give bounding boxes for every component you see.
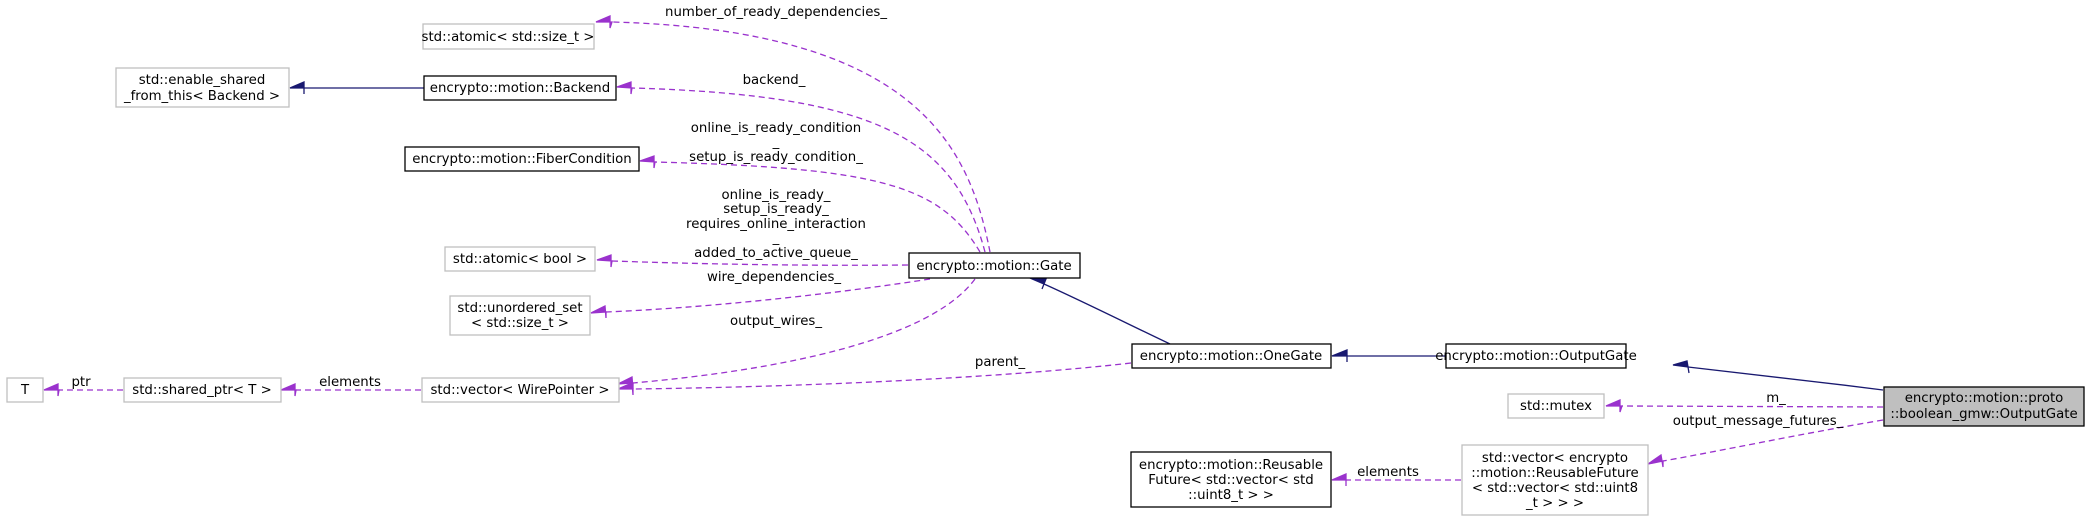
node-label: encrypto::motion::Gate bbox=[916, 259, 1071, 274]
node-label: std::atomic< bool > bbox=[453, 252, 587, 267]
label-elements-futures: elements bbox=[1357, 465, 1419, 480]
node-label: _t > > > bbox=[1525, 496, 1584, 511]
label-m: m_ bbox=[1766, 391, 1786, 406]
node-label: encrypto::motion::OneGate bbox=[1140, 349, 1322, 364]
label-output-wires: output_wires_ bbox=[730, 314, 822, 329]
edge-number-of-ready-dependencies bbox=[595, 15, 991, 253]
node-label: std::enable_shared bbox=[139, 73, 266, 88]
node-unordered-set[interactable]: std::unordered_set < std::size_t > bbox=[449, 295, 591, 336]
label-atomic-bools-5: added_to_active_queue_ bbox=[694, 246, 858, 261]
node-backend[interactable]: encrypto::motion::Backend bbox=[423, 75, 617, 101]
node-label: encrypto::motion::proto bbox=[1905, 391, 2064, 406]
node-label: < std::vector< std::uint8 bbox=[1472, 481, 1638, 496]
node-t[interactable]: T bbox=[6, 377, 44, 403]
edge-parent bbox=[617, 362, 1132, 396]
node-enable-shared-from-this[interactable]: std::enable_shared _from_this< Backend > bbox=[115, 67, 290, 108]
label-atomic-bools-4: _ bbox=[772, 231, 780, 246]
node-vector-reusable-future[interactable]: std::vector< encrypto ::motion::Reusable… bbox=[1461, 444, 1649, 516]
edge-atomic-bools bbox=[596, 254, 909, 268]
node-label: encrypto::motion::FiberCondition bbox=[412, 152, 631, 167]
node-label: std::unordered_set bbox=[457, 301, 582, 316]
node-label: std::mutex bbox=[1520, 399, 1592, 414]
node-label: _from_this< Backend > bbox=[123, 89, 280, 104]
edge-wire-dependencies bbox=[590, 278, 931, 319]
node-label: ::uint8_t > > bbox=[1188, 488, 1274, 503]
label-atomic-bools-3: requires_online_interaction bbox=[686, 217, 866, 232]
label-fiber-conditions-1: online_is_ready_condition bbox=[691, 121, 861, 136]
node-label: Future< std::vector< std bbox=[1148, 473, 1313, 488]
edge-inherit-onegate bbox=[1331, 349, 1445, 362]
node-label: encrypto::motion::OutputGate bbox=[1435, 349, 1637, 364]
node-gate[interactable]: encrypto::motion::Gate bbox=[908, 252, 1081, 279]
edge-backend bbox=[616, 81, 986, 253]
node-label: std::atomic< std::size_t > bbox=[422, 30, 595, 45]
node-boolean-gmw-output-gate[interactable]: encrypto::motion::proto ::boolean_gmw::O… bbox=[1883, 386, 2085, 427]
label-elements-vector: elements bbox=[319, 375, 381, 390]
label-parent: parent_ bbox=[975, 355, 1026, 370]
node-shared-ptr[interactable]: std::shared_ptr< T > bbox=[123, 377, 282, 403]
node-label: std::shared_ptr< T > bbox=[132, 383, 271, 398]
node-output-gate[interactable]: encrypto::motion::OutputGate bbox=[1435, 343, 1637, 369]
edge-ptr bbox=[43, 383, 123, 397]
edge-m bbox=[1605, 399, 1884, 413]
node-label: ::boolean_gmw::OutputGate bbox=[1890, 407, 2077, 422]
edge-output-message-futures bbox=[1647, 419, 1884, 468]
node-mutex[interactable]: std::mutex bbox=[1507, 393, 1605, 419]
edge-output-wires bbox=[617, 278, 976, 390]
node-reusable-future[interactable]: encrypto::motion::Reusable Future< std::… bbox=[1130, 451, 1332, 508]
edge-elements-vector bbox=[280, 383, 421, 397]
label-number-of-ready-dependencies: number_of_ready_dependencies_ bbox=[665, 5, 887, 20]
edge-inherit-enable-shared bbox=[289, 81, 424, 94]
node-atomic-size-t[interactable]: std::atomic< std::size_t > bbox=[422, 23, 595, 50]
edge-inherit-gate bbox=[1029, 277, 1171, 345]
node-label: < std::size_t > bbox=[471, 316, 569, 331]
node-label: std::vector< WirePointer > bbox=[430, 383, 609, 398]
node-label: ::motion::ReusableFuture bbox=[1471, 466, 1638, 481]
node-fiber-condition[interactable]: encrypto::motion::FiberCondition bbox=[404, 146, 640, 172]
node-label: encrypto::motion::Backend bbox=[430, 81, 610, 96]
edge-inherit-outputgate bbox=[1672, 360, 1884, 391]
edge-fiber-conditions bbox=[639, 155, 981, 253]
node-label: std::vector< encrypto bbox=[1482, 451, 1628, 466]
label-fiber-conditions-2: _ bbox=[772, 135, 780, 150]
edge-elements-futures bbox=[1331, 473, 1461, 486]
node-one-gate[interactable]: encrypto::motion::OneGate bbox=[1131, 343, 1332, 369]
label-output-message-futures: output_message_futures_ bbox=[1673, 414, 1844, 429]
label-ptr: ptr bbox=[71, 375, 91, 390]
node-label: T bbox=[20, 383, 30, 398]
label-wire-dependencies: wire_dependencies_ bbox=[707, 270, 841, 285]
node-atomic-bool[interactable]: std::atomic< bool > bbox=[444, 246, 596, 272]
node-label: encrypto::motion::Reusable bbox=[1139, 458, 1323, 473]
label-atomic-bools-1: online_is_ready_ bbox=[722, 188, 831, 203]
label-atomic-bools-2: setup_is_ready_ bbox=[723, 202, 829, 217]
node-vector-wire-pointer[interactable]: std::vector< WirePointer > bbox=[421, 377, 620, 403]
label-backend: backend_ bbox=[743, 73, 806, 88]
label-fiber-conditions-3: setup_is_ready_condition_ bbox=[689, 150, 863, 165]
